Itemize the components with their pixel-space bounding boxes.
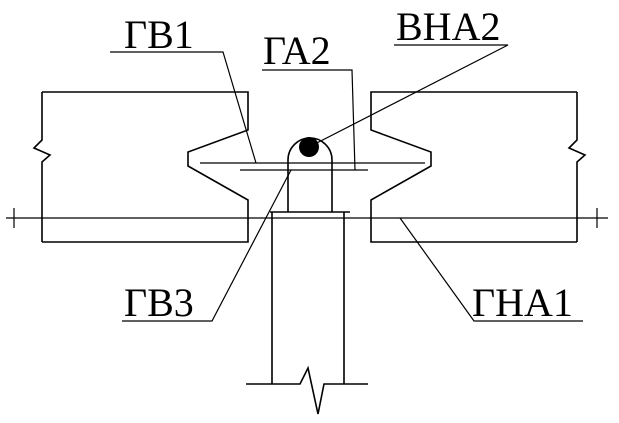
label-vna2: ВНА2 [396,4,500,49]
label-gna1: ГНА1 [472,280,573,325]
label-gv3: ГВ3 [124,280,194,325]
right-break-mark [567,92,587,242]
left-slab [42,91,249,243]
leader-gv1 [110,51,257,164]
leader-gv3 [122,169,292,322]
label-ga2: ГА2 [263,28,331,73]
leader-gna1 [399,217,583,322]
right-slab [370,91,577,243]
left-break-mark [32,92,52,242]
leader-vna2 [308,44,509,148]
column-break-mark [246,365,368,415]
label-gv1: ГВ1 [124,12,194,57]
leader-ga2 [262,69,356,171]
column [271,212,345,384]
